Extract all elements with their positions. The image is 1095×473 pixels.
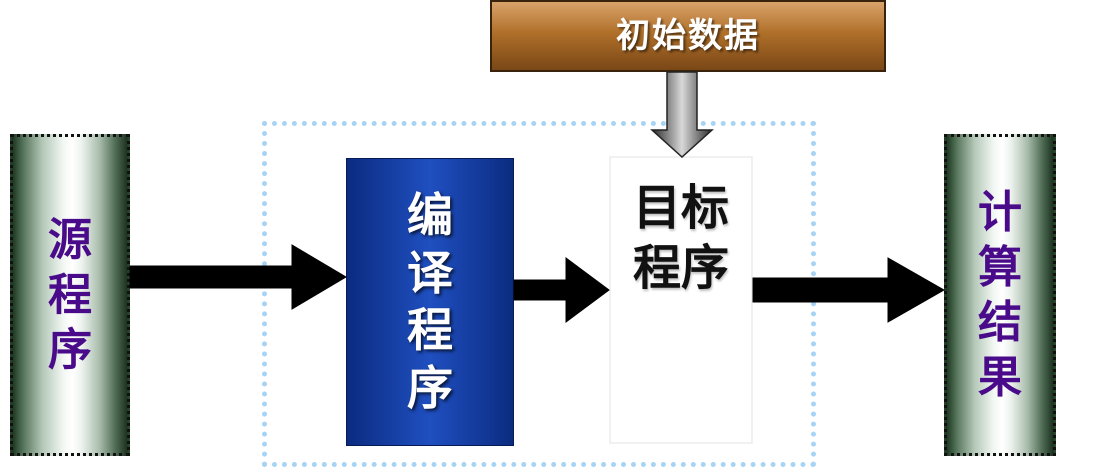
- initial-data-box: 初始数据: [490, 0, 886, 72]
- compiler-label: 编 译 程 序: [407, 188, 453, 415]
- source-program-cylinder: 源 程 序: [10, 134, 130, 456]
- initial-data-label: 初始数据: [616, 16, 760, 56]
- arrow-compiler-to-target: [513, 257, 610, 323]
- compiler-box: 编 译 程 序: [346, 158, 514, 446]
- target-program-box: 目标 程序: [609, 156, 753, 444]
- result-cylinder: 计 算 结 果: [944, 134, 1056, 456]
- arrow-source-to-compiler: [129, 244, 347, 310]
- arrow-initial-data-to-target: [650, 71, 714, 159]
- target-program-label: 目标 程序: [632, 180, 729, 296]
- arrow-target-to-result: [752, 257, 946, 323]
- result-label: 计 算 结 果: [978, 187, 1022, 403]
- source-program-label: 源 程 序: [48, 214, 92, 376]
